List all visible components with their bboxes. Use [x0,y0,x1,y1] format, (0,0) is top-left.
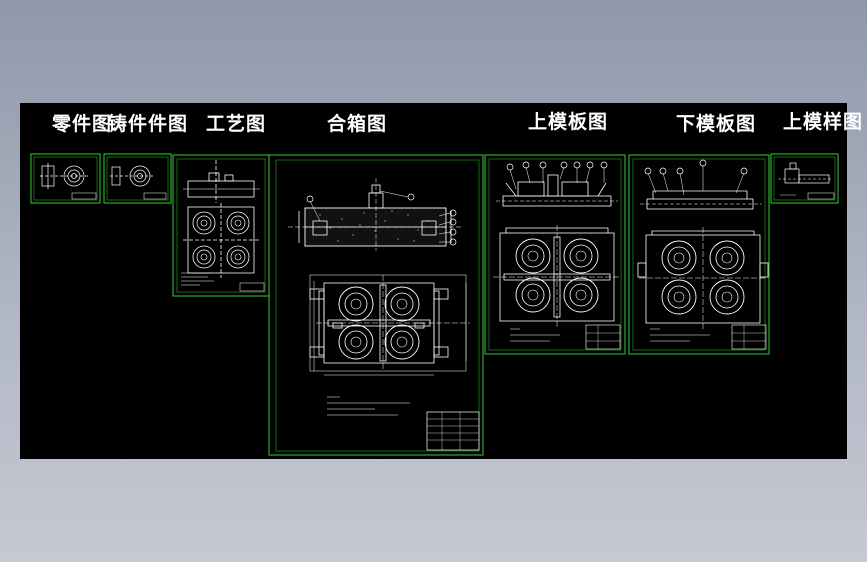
sheet-process [172,154,270,297]
title-casting: 铸件件图 [108,113,189,135]
sheet-lower-pattern [628,154,770,355]
sheet-upper-pattern [484,154,626,355]
title-part: 零件图 [52,113,113,135]
sheet-part [30,153,101,204]
title-assembly: 合箱图 [327,113,388,135]
drawing-sheets [30,153,839,456]
sheet-assembly [268,154,484,456]
title-upper-sample: 上模样图 [783,111,864,133]
title-process: 工艺图 [206,113,267,135]
sheet-casting [103,153,172,204]
sheet-upper-sample [770,153,839,204]
title-upper-pattern: 上模板图 [528,111,609,133]
cad-drawing-canvas[interactable]: 零件图 铸件件图 工艺图 合箱图 上模板图 下模板图 上模样图 [20,103,862,459]
title-lower-pattern: 下模板图 [676,113,757,135]
